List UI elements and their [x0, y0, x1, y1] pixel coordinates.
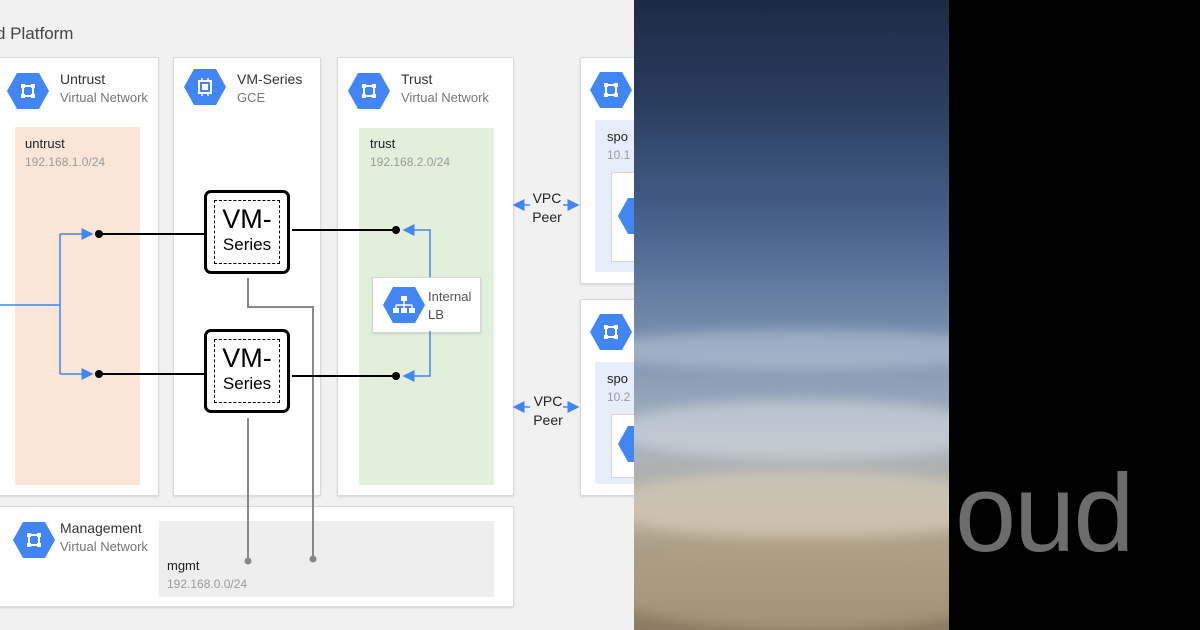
vpc-peer-2-line2: Peer — [533, 412, 563, 428]
untrust-nic-2 — [95, 370, 103, 378]
brand-panel — [949, 0, 1200, 630]
management-subtitle: Virtual Network — [60, 539, 148, 554]
vpc-peer-1-line1: VPC — [532, 190, 562, 206]
brand-text-fragment: oud — [955, 452, 1135, 575]
spoke-2-subnet-cidr: 10.2 — [607, 390, 631, 404]
lb-label-line1: Internal — [428, 289, 472, 304]
vmseries-2-label-line1: VM- — [222, 343, 272, 373]
cloud-band — [634, 400, 949, 460]
virtual-network-icon — [348, 73, 390, 109]
spoke-2-network-card: spo 10.2 — [580, 299, 634, 496]
cloud-band — [634, 330, 949, 370]
management-title: Management — [60, 520, 142, 536]
spoke-1-network-card: spo 10.1 — [580, 57, 634, 284]
lb-arrow-up — [402, 224, 431, 277]
vmseries-firewall-1: VM- Series — [204, 190, 290, 274]
virtual-network-icon — [7, 73, 49, 109]
vmseries-1-label-line2: Series — [222, 235, 272, 254]
untrust-subtitle: Virtual Network — [60, 90, 148, 105]
vmseries-firewall-2: VM- Series — [204, 329, 290, 413]
vmseries-2-label-line2: Series — [222, 374, 272, 393]
vmseries-2-dashed-border — [214, 339, 280, 403]
spoke-2-subnet-name: spo — [607, 371, 628, 386]
mgmt-endpoint-2 — [309, 555, 317, 563]
spoke-1-subnet: spo 10.1 — [595, 120, 634, 272]
vpc-peer-1-line2: Peer — [532, 209, 562, 225]
dust-haze — [634, 540, 949, 630]
spoke-2-instance — [611, 414, 634, 478]
vmseries-1-dashed-border — [214, 200, 280, 264]
management-network-card: Management Virtual Network mgmt 192.168.… — [0, 506, 514, 607]
trust-subnet-cidr: 192.168.2.0/24 — [370, 155, 451, 169]
vpc-peer-2-line1: VPC — [533, 393, 563, 409]
vmseries-column-subtitle: GCE — [237, 90, 266, 105]
untrust-subnet: untrust 192.168.1.0/24 — [15, 127, 140, 485]
trust-nic-1 — [392, 226, 400, 234]
spoke-1-subnet-cidr: 10.1 — [607, 148, 631, 162]
lb-arrow-down — [402, 331, 431, 382]
sky-photo-panel — [634, 0, 949, 630]
mgmt-link-vm1 — [247, 278, 314, 559]
compute-engine-icon — [184, 69, 226, 105]
mgmt-endpoint-1 — [244, 557, 252, 565]
virtual-network-icon — [590, 314, 632, 350]
trust-title: Trust — [401, 71, 433, 87]
vpc-peer-label-2: VPC Peer — [518, 392, 578, 430]
internal-load-balancer: Internal LB — [372, 277, 481, 333]
trust-nic-2 — [392, 372, 400, 380]
virtual-network-icon — [590, 72, 632, 108]
untrust-subnet-cidr: 192.168.1.0/24 — [25, 155, 106, 169]
lb-label-line2: LB — [428, 307, 444, 322]
instance-hex-icon — [618, 426, 634, 462]
mgmt-subnet-cidr: 192.168.0.0/24 — [167, 577, 248, 591]
vmseries-column-title: VM-Series — [237, 71, 303, 87]
untrust-subnet-name: untrust — [25, 136, 65, 151]
mgmt-subnet-name: mgmt — [167, 558, 200, 573]
load-balancer-icon — [383, 287, 425, 323]
instance-hex-icon — [618, 198, 634, 234]
ingress-split-line — [0, 234, 61, 374]
mgmt-subnet: mgmt 192.168.0.0/24 — [159, 521, 494, 597]
spoke-1-instance — [611, 172, 634, 262]
cloud-band — [634, 470, 949, 540]
untrust-network-card: Untrust Virtual Network untrust 192.168.… — [0, 57, 159, 496]
architecture-diagram-panel: d Platform Untrust Virtual Network untru… — [0, 0, 634, 630]
untrust-nic-1 — [95, 230, 103, 238]
spoke-1-subnet-name: spo — [607, 129, 628, 144]
platform-title: d Platform — [0, 24, 74, 43]
vpc-peer-label-1: VPC Peer — [517, 189, 577, 227]
spoke-2-subnet: spo 10.2 — [595, 362, 634, 484]
virtual-network-icon — [13, 522, 55, 558]
trust-subnet-name: trust — [370, 136, 396, 151]
trust-subtitle: Virtual Network — [401, 90, 489, 105]
connection-lines — [0, 199, 580, 565]
vmseries-1-label-line1: VM- — [222, 204, 272, 234]
untrust-title: Untrust — [60, 71, 106, 87]
